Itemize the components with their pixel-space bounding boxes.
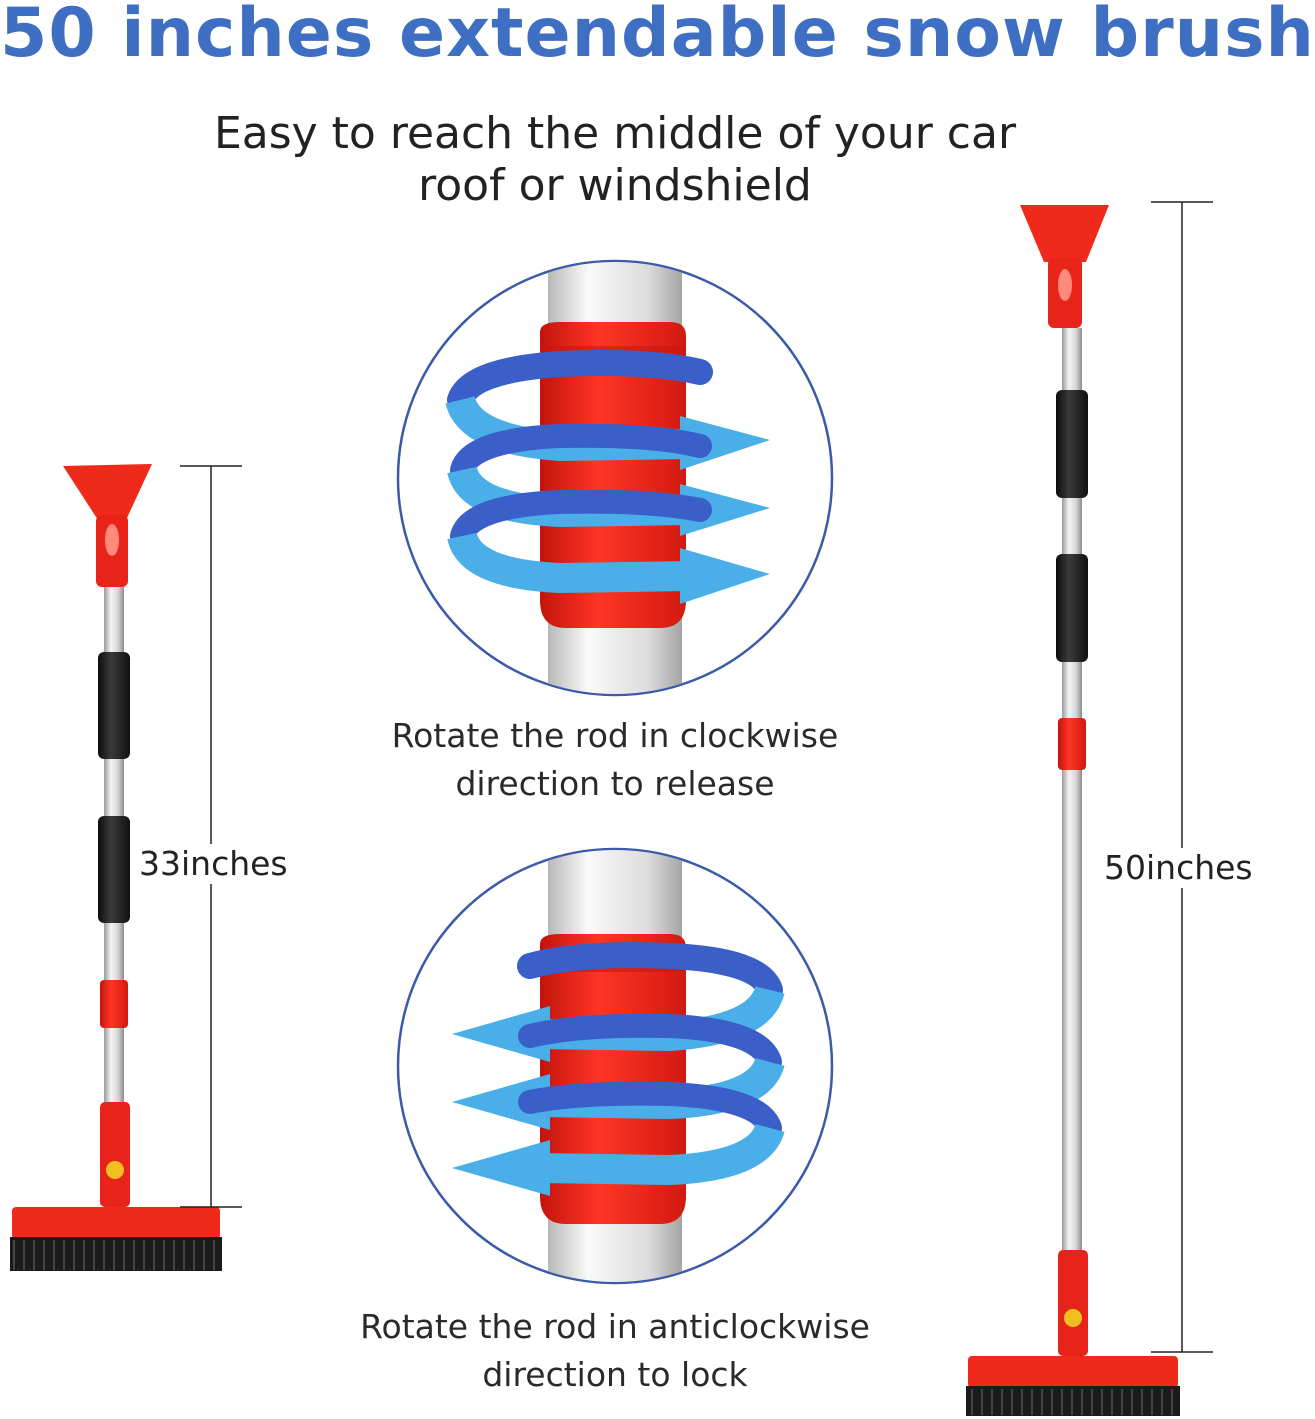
- lock-detail-circle: [396, 847, 834, 1285]
- long-dimension-line: [1151, 201, 1213, 1353]
- clockwise-arrows: [445, 350, 770, 604]
- lock-caption-line-1: Rotate the rod in anticlockwise: [360, 1307, 870, 1346]
- release-caption: Rotate the rod in clockwise direction to…: [340, 712, 890, 808]
- product-illustration: [10, 201, 1213, 1416]
- release-detail-circle: [396, 259, 834, 697]
- release-caption-line-1: Rotate the rod in clockwise: [391, 716, 839, 755]
- page-title: 50 inches extendable snow brush: [0, 0, 1315, 73]
- short-length-label: 33inches: [139, 844, 288, 884]
- anticlockwise-arrows: [452, 942, 785, 1196]
- short-brush: [10, 464, 222, 1271]
- lock-caption-line-2: direction to lock: [482, 1355, 748, 1394]
- lock-caption: Rotate the rod in anticlockwise directio…: [310, 1303, 920, 1399]
- long-length-label: 50inches: [1104, 848, 1253, 888]
- subtitle-line-2: roof or windshield: [418, 160, 812, 211]
- release-caption-line-2: direction to release: [455, 764, 775, 803]
- long-brush: [966, 205, 1180, 1416]
- short-dimension-line: [180, 465, 242, 1208]
- subtitle-line-1: Easy to reach the middle of your car: [213, 108, 1017, 159]
- subtitle: Easy to reach the middle of your car roo…: [150, 108, 1080, 212]
